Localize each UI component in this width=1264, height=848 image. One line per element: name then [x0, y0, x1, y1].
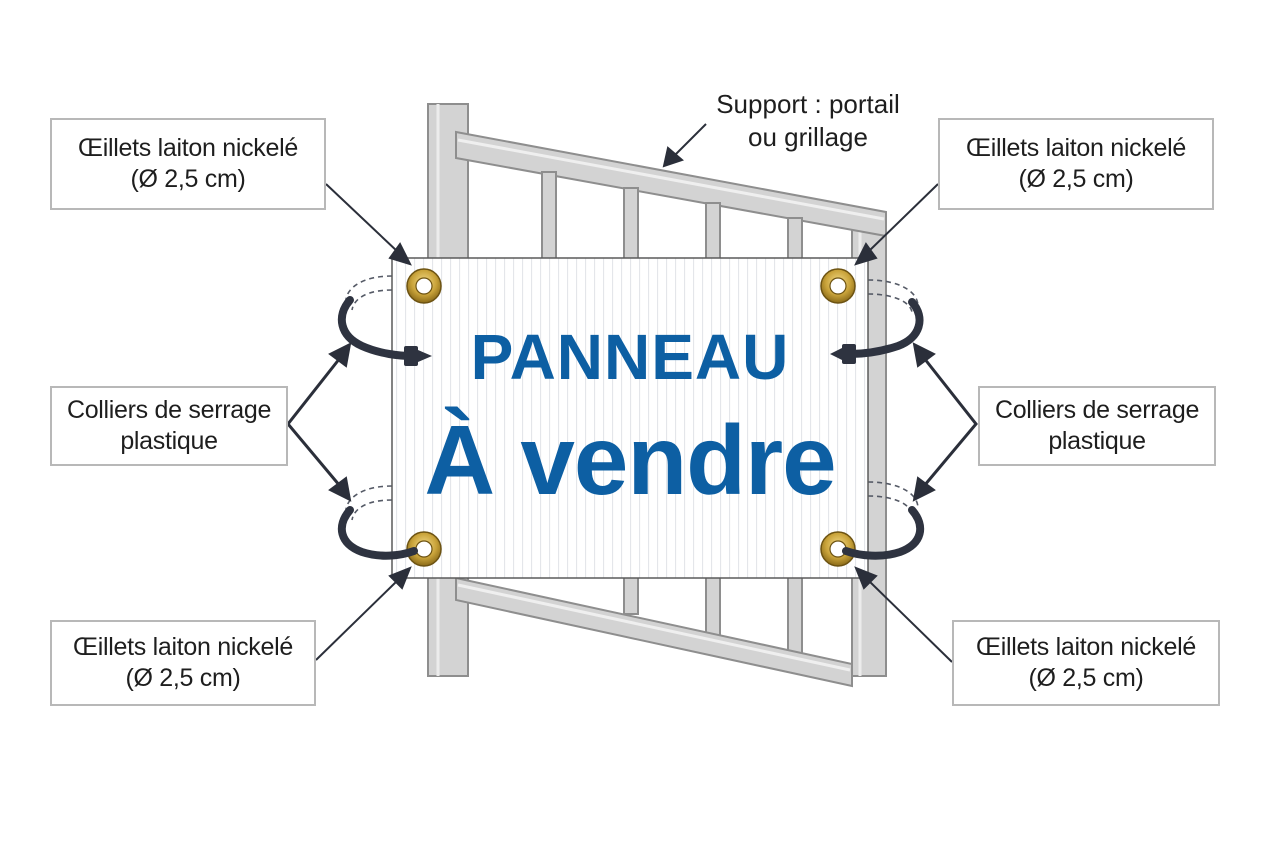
eyelet-label-line1: Œillets laiton nickelé — [966, 134, 1186, 162]
sale-panel — [391, 257, 869, 579]
tie-label-line1: Colliers de serrage — [66, 396, 272, 424]
panel-title: PANNEAU — [470, 321, 790, 393]
eyelet-label-line1: Œillets laiton nickelé — [78, 134, 298, 162]
cable-tie-bottom-right-icon — [842, 506, 925, 560]
eyelet-top-right-icon — [820, 268, 856, 304]
eyelet-label-line2: (Ø 2,5 cm) — [1018, 165, 1134, 193]
gate-top-rail — [455, 130, 887, 238]
arrow-eyelet-top-left — [325, 183, 399, 253]
tie-label-left: Colliers de serrage plastique — [50, 386, 288, 466]
arrow-eyelet-bottom-right — [867, 579, 953, 663]
cable-tie-top-left-icon — [338, 296, 432, 366]
panel-subtitle: À vendre — [424, 405, 836, 515]
gate-bars-bottom — [623, 575, 803, 665]
eyelet-top-left-icon — [406, 268, 442, 304]
tie-label-line2: plastique — [1048, 427, 1146, 455]
eyelet-label-bottom-left: Œillets laiton nickelé (Ø 2,5 cm) — [50, 620, 316, 706]
arrow-eyelet-bottom-left — [315, 579, 399, 661]
tie-label-line2: plastique — [120, 427, 218, 455]
arrow-support — [673, 123, 707, 157]
eyelet-label-line1: Œillets laiton nickelé — [73, 633, 293, 661]
eyelet-label-line2: (Ø 2,5 cm) — [130, 165, 246, 193]
arrow-eyelet-top-right — [867, 183, 939, 253]
arrow-ties-left — [286, 357, 342, 487]
arrow-ties-right — [922, 357, 978, 487]
eyelet-label-line2: (Ø 2,5 cm) — [125, 664, 241, 692]
cable-tie-top-right-icon — [830, 298, 924, 364]
eyelet-label-top-left: Œillets laiton nickelé (Ø 2,5 cm) — [50, 118, 326, 210]
tie-label-right: Colliers de serrage plastique — [978, 386, 1216, 466]
eyelet-label-bottom-right: Œillets laiton nickelé (Ø 2,5 cm) — [952, 620, 1220, 706]
support-label-line1: Support : portail — [716, 89, 900, 119]
eyelet-label-line1: Œillets laiton nickelé — [976, 633, 1196, 661]
tie-label-line1: Colliers de serrage — [994, 396, 1200, 424]
support-label: Support : portail ou grillage — [700, 88, 916, 154]
leader-arrows — [286, 123, 978, 663]
eyelet-label-line2: (Ø 2,5 cm) — [1028, 664, 1144, 692]
eyelet-label-top-right: Œillets laiton nickelé (Ø 2,5 cm) — [938, 118, 1214, 210]
support-label-line2: ou grillage — [748, 122, 868, 152]
eyelet-bottom-right-icon — [820, 531, 856, 567]
cable-tie-bottom-left-icon — [337, 506, 418, 560]
gate-bars-top — [541, 171, 803, 263]
